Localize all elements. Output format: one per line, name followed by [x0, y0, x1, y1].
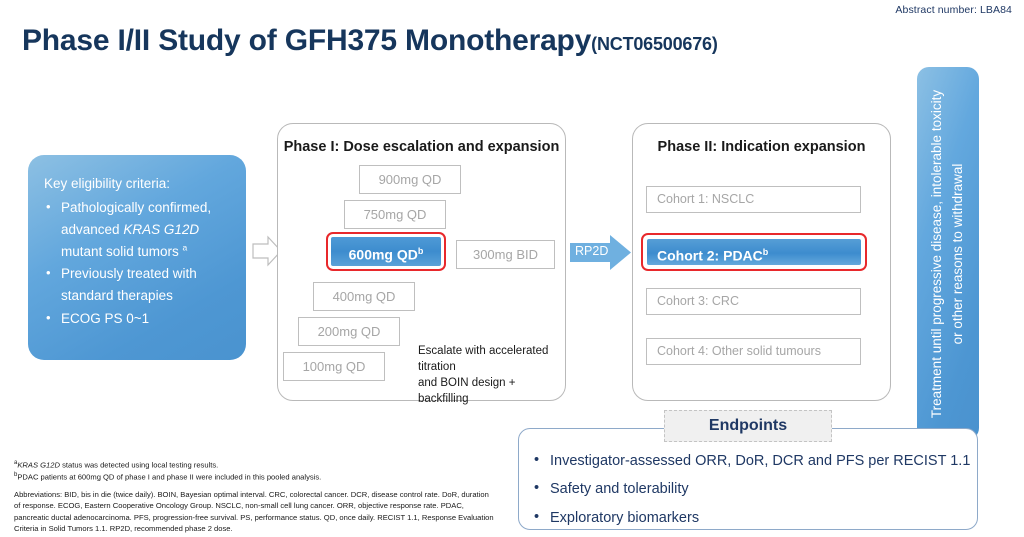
page-title: Phase I/II Study of GFH375 Monotherapy(N… — [22, 24, 718, 58]
endpoints-title: Endpoints — [664, 410, 832, 442]
cohort-box-1-nsclc[interactable]: Cohort 1: NSCLC — [646, 186, 861, 213]
phase2-heading: Phase II: Indication expansion — [657, 139, 866, 155]
eligibility-list: Pathologically confirmed, advanced KRAS … — [44, 196, 232, 330]
phase1-heading: Phase I: Dose escalation and expansion — [283, 139, 560, 155]
cohort-box-3-crc[interactable]: Cohort 3: CRC — [646, 288, 861, 315]
abbreviations-block: Abbreviations: BID, bis in die (twice da… — [14, 489, 494, 534]
flow-arrow-icon — [252, 235, 282, 267]
dose-box-200mg[interactable]: 200mg QD — [298, 317, 400, 346]
list-item: Exploratory biomarkers — [530, 503, 975, 532]
eligibility-criteria-box: Key eligibility criteria: Pathologically… — [28, 155, 246, 360]
footnotes: aKRAS G12D status was detected using loc… — [14, 459, 514, 534]
footnote-marker-b: b — [762, 247, 769, 257]
list-item: Investigator-assessed ORR, DoR, DCR and … — [530, 446, 975, 475]
footnote-marker-b: b — [417, 246, 424, 256]
footnote-a: aKRAS G12D status was detected using loc… — [14, 460, 219, 470]
cohort-box-2-pdac-highlight-ring: Cohort 2: PDACb — [641, 233, 867, 271]
dose-box-600mg[interactable]: 600mg QDb — [331, 237, 441, 266]
treatment-duration-bar: Treatment until progressive disease, int… — [917, 67, 979, 440]
dose-box-400mg[interactable]: 400mg QD — [313, 282, 415, 311]
eligibility-heading: Key eligibility criteria: — [44, 176, 171, 191]
page-title-nct: (NCT06500676) — [591, 34, 718, 54]
cohort-box-4-other[interactable]: Cohort 4: Other solid tumours — [646, 338, 861, 365]
dose-box-750mg[interactable]: 750mg QD — [344, 200, 446, 229]
abstract-number: Abstract number: LBA84 — [895, 4, 1012, 16]
endpoints-list: Investigator-assessed ORR, DoR, DCR and … — [530, 446, 975, 532]
list-item: Pathologically confirmed, advanced KRAS … — [44, 196, 232, 263]
rp2d-label: RP2D — [575, 244, 609, 258]
dose-box-300mg-bid[interactable]: 300mg BID — [456, 240, 555, 269]
cohort-box-2-pdac[interactable]: Cohort 2: PDACb — [647, 239, 861, 265]
page-title-main: Phase I/II Study of GFH375 Monotherapy — [22, 24, 592, 57]
footnote-marker-a: a — [182, 242, 188, 253]
list-item: Safety and tolerability — [530, 474, 975, 503]
treatment-duration-text: Treatment until progressive disease, int… — [929, 89, 965, 418]
footnote-b: bPDAC patients at 600mg QD of phase I an… — [14, 471, 322, 482]
list-item: Previously treated with standard therapi… — [44, 262, 232, 307]
dose-box-900mg[interactable]: 900mg QD — [359, 165, 461, 194]
dose-box-600mg-highlight-ring: 600mg QDb — [326, 232, 446, 271]
dose-box-100mg[interactable]: 100mg QD — [283, 352, 385, 381]
list-item: ECOG PS 0~1 — [44, 307, 232, 330]
escalation-note: Escalate with accelerated titration and … — [418, 345, 549, 405]
rp2d-arrow-icon — [570, 235, 631, 270]
